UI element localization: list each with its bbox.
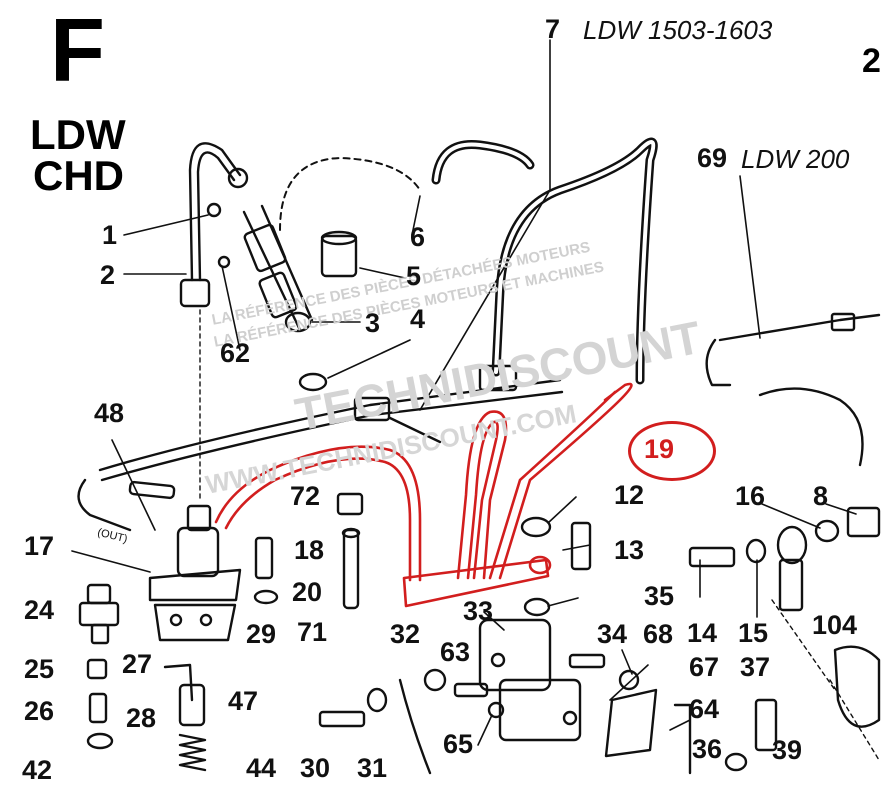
washer-part-15 [745,538,767,564]
part-number-25: 25 [24,654,55,684]
part-number-44: 44 [246,753,277,783]
part-number-62: 62 [220,338,251,368]
part-number-48: 48 [94,398,125,428]
part-number-35: 35 [644,581,675,611]
washer-part-35 [523,597,551,617]
part-number-2: 2 [100,260,116,290]
highlight-circle [628,421,716,481]
part-number-5: 5 [406,261,422,291]
bracket-part-67 [604,688,658,758]
part-number-3: 3 [365,308,381,338]
part-number-64: 64 [689,694,720,724]
nut-part-72 [336,492,364,516]
part-number-18: 18 [294,535,325,565]
model-name-right: LDW 200 [741,144,850,174]
washer-part-65 [487,701,505,719]
bolt-part-63 [453,682,489,698]
washer-part-42 [86,732,114,750]
part-number-12: 12 [614,480,645,510]
bolt-part-18 [254,536,274,580]
part-number-104: 104 [812,610,858,640]
part-number-19: 19 [644,434,675,464]
filter-housing-33 [478,618,582,742]
plunger-part-28 [178,683,206,727]
model-number-top: 7 [545,14,561,44]
edge-section-number: 2 [862,42,881,80]
part-number-14: 14 [687,618,718,648]
fitting-part-24 [78,583,120,645]
bolt-part-30 [318,710,366,728]
engine-code-line2: CHD [33,152,124,199]
engine-code-line1: LDW [30,111,126,158]
injection-pipe [179,142,249,308]
part-number-42: 42 [22,755,53,785]
part-number-36: 36 [692,734,723,764]
model-name-top: LDW 1503-1603 [583,15,773,45]
part-number-33: 33 [463,596,494,626]
fuel-pipe-bottom [398,678,432,775]
stud-part-48 [128,480,176,500]
washer-part-20 [253,589,279,605]
washer-part-32 [423,668,447,692]
part-number-63: 63 [440,637,471,667]
part-number-32: 32 [390,619,421,649]
washer-part-4 [298,372,328,392]
part-number-8: 8 [813,481,829,511]
washer-part-16 [814,519,840,543]
fuel-return-manifold [77,364,564,532]
lever-part-27 [163,663,194,702]
part-number-65: 65 [443,729,474,759]
part-number-47: 47 [228,686,259,716]
washer-part-36 [724,752,748,772]
model-number-right: 69 [697,143,728,173]
part-number-68: 68 [643,619,674,649]
washer-part-31 [366,687,388,713]
bolt-part-14 [688,546,736,568]
part-number-72: 72 [290,481,321,511]
part-number-15: 15 [738,618,769,648]
part-number-27: 27 [122,649,153,679]
bolt-part-37 [754,698,778,752]
part-number-29: 29 [246,619,277,649]
part-number-37: 37 [740,652,771,682]
washer-part-12 [520,516,552,538]
highlighted-pipe-assembly-19 [214,382,633,608]
part-number-71: 71 [297,617,328,647]
fitting-part-26 [88,692,108,724]
part-number-39: 39 [772,735,803,765]
feed-pump-17 [148,504,242,642]
washer-part-68 [618,669,640,691]
part-number-28: 28 [126,703,157,733]
gasket-part-104 [833,645,881,728]
part-number-26: 26 [24,696,55,726]
part-number-13: 13 [614,535,645,565]
part-number-17: 17 [24,531,55,561]
banjo-fitting [776,525,808,612]
return-hose-dashed [279,157,421,231]
part-number-16: 16 [735,481,766,511]
bolt-part-13 [570,521,592,571]
part-number-20: 20 [292,577,323,607]
part-number-1: 1 [102,220,118,250]
stud-part-71 [342,528,360,610]
fitting-part-5 [320,230,358,278]
part-number-30: 30 [300,753,331,783]
bracket-part-64 [673,703,692,775]
fuel-line-69 [705,312,881,467]
fitting-part-25 [86,658,108,680]
section-letter: F [50,1,105,101]
injector-nozzle [206,202,314,333]
spring-part-44 [178,733,207,772]
part-number-34: 34 [597,619,628,649]
part-number-31: 31 [357,753,388,783]
fitting-part-8 [846,506,881,538]
bolt-part-34 [568,653,606,669]
part-number-24: 24 [24,595,55,625]
part-number-6: 6 [410,222,426,252]
part-number-4: 4 [410,304,426,334]
part-number-67: 67 [689,652,720,682]
